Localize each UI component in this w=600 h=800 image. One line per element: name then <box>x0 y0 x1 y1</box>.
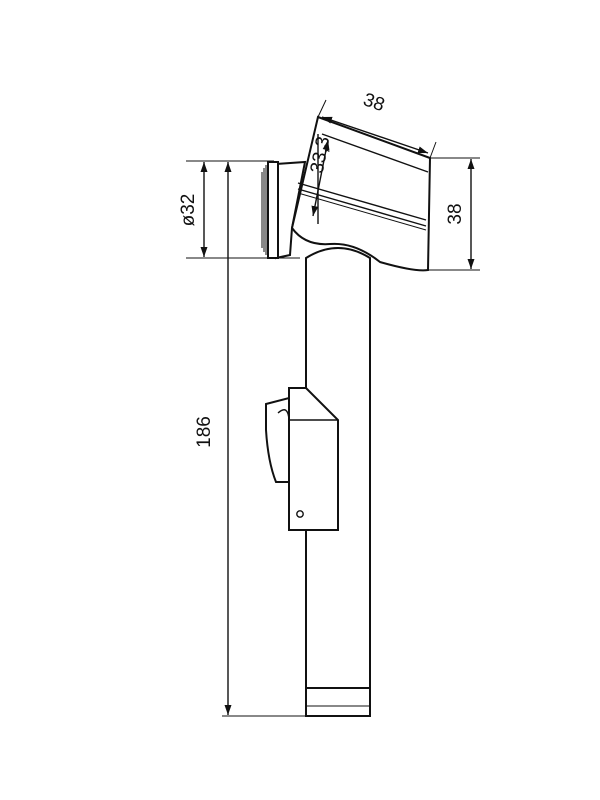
dim-line-nozzle-offset <box>311 139 330 217</box>
label-total-length: 186 <box>194 416 215 448</box>
nozzle-face <box>267 161 279 259</box>
handle-end-cap <box>305 687 371 717</box>
trigger-pin <box>296 510 304 518</box>
trigger-housing <box>288 387 339 531</box>
dim-line-head-width <box>321 116 429 154</box>
trigger-lever <box>265 396 290 483</box>
sprayer-outline <box>261 115 432 717</box>
label-nozzle-diameter: ø32 <box>178 194 199 227</box>
label-head-width: 38 <box>360 89 387 116</box>
label-head-height: 38 <box>445 203 466 224</box>
